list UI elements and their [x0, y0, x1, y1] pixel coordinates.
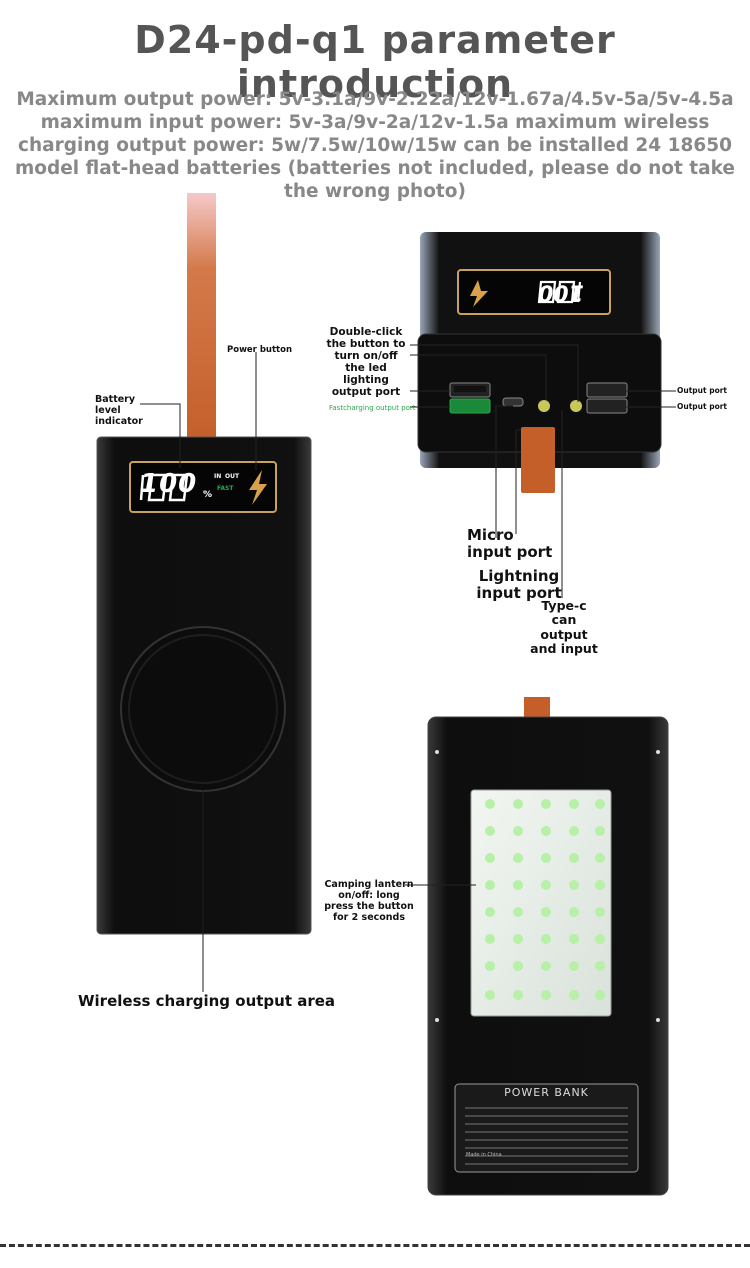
wireless-coil: [120, 626, 286, 792]
double-click-label: Double-click the button to turn on/off t…: [326, 326, 406, 399]
front-in-label: IN: [214, 473, 222, 480]
wireless-area-label: Wireless charging output area: [78, 992, 336, 1010]
lantern-led-grid: [485, 799, 605, 1000]
spec-plate-title: POWER BANK: [504, 1086, 589, 1099]
page-title: D24-pd-q1 parameter introduction: [134, 18, 616, 106]
micro-input-label: Micro input port: [467, 526, 553, 562]
front-percent-digits: 100: [140, 469, 198, 499]
battery-level-label: Battery level indicator: [95, 394, 143, 427]
typec-label: Type-c can output and input: [530, 598, 598, 657]
front-strap: [187, 193, 216, 443]
lantern-panel: [470, 789, 612, 1017]
fast-charging-label: Fastcharging output port: [329, 404, 416, 412]
output-port-label-2: Output port: [677, 402, 728, 411]
spec-plate-made-in: Made in China: [466, 1152, 502, 1158]
front-out-label: OUT: [225, 473, 240, 480]
camping-lantern-label: Camping lantern on/off: long press the b…: [324, 879, 414, 923]
front-fast-label: FAST: [217, 485, 234, 492]
top-bolt-icon: [470, 280, 488, 307]
lightning-input-label: Lightning input port: [476, 567, 562, 603]
top-strap: [521, 427, 555, 493]
front-bolt-icon: [249, 470, 267, 505]
footer-divider: [0, 1244, 750, 1247]
spec-plate: [454, 1083, 639, 1173]
front-percent-sign: %: [203, 490, 213, 500]
power-button-label: Power button: [227, 345, 292, 355]
lantern-strap: [524, 697, 550, 719]
output-port-label-1: Output port: [677, 386, 728, 395]
parameter-description: Maximum output power: 5v-3.1a/9v-2.22a/1…: [15, 89, 735, 202]
top-percent-digits: 100: [538, 279, 584, 305]
